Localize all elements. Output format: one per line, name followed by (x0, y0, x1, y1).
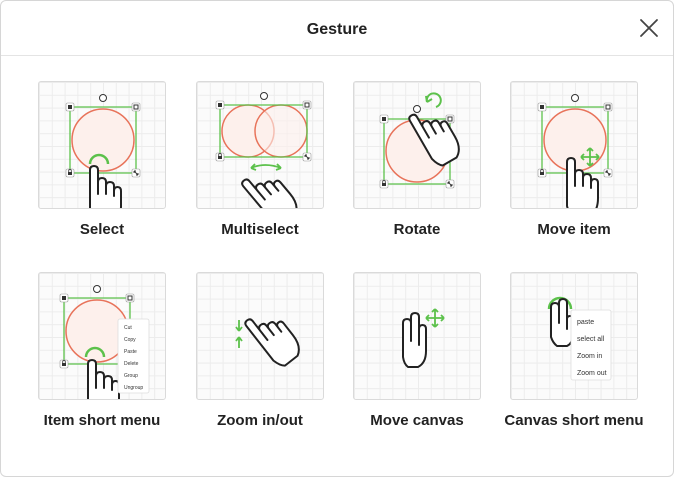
gesture-tile-zoom[interactable] (196, 272, 324, 400)
menu-item-copy: Copy (124, 337, 136, 343)
dialog-header: Gesture (1, 1, 673, 56)
hand-icon (87, 359, 120, 399)
hand-icon (402, 312, 427, 368)
gesture-tile-canvas-short-menu[interactable]: paste select all Zoom in Zoom out (510, 272, 638, 400)
gesture-tile-select[interactable] (38, 81, 166, 209)
close-icon[interactable] (639, 18, 659, 38)
hand-icon (550, 298, 574, 347)
dialog-title: Gesture (306, 21, 368, 38)
gesture-label-zoom: Zoom in/out (217, 412, 303, 429)
gesture-label-multiselect: Multiselect (221, 221, 299, 238)
menu-item-paste: Paste (124, 349, 137, 355)
menu-item-paste: paste (577, 319, 594, 326)
menu-item-select-all: select all (577, 336, 605, 343)
menu-item-group: Group (124, 373, 138, 379)
menu-item-zoom-in: Zoom in (577, 353, 602, 360)
menu-item-delete: Delete (124, 361, 139, 367)
gesture-label-move-canvas: Move canvas (370, 412, 464, 429)
gesture-label-rotate: Rotate (393, 221, 441, 238)
item-short-menu-illustration: Cut Copy Paste Delete Group Ungroup (59, 285, 150, 399)
gesture-tile-move-item[interactable] (510, 81, 638, 209)
rotate-illustration (379, 92, 466, 189)
item-context-menu (117, 318, 150, 394)
gesture-tile-item-short-menu[interactable]: Cut Copy Paste Delete Group Ungroup (38, 272, 166, 400)
gesture-label-canvas-short-menu: Canvas short menu (504, 412, 644, 429)
move-arrows-icon (425, 308, 445, 328)
gesture-tile-multiselect[interactable] (196, 81, 324, 209)
hand-icon (239, 162, 304, 208)
move-canvas-illustration (402, 308, 445, 368)
move-arrows-icon (580, 147, 600, 167)
menu-item-zoom-out: Zoom out (577, 370, 607, 377)
canvas-short-menu-illustration: paste select all Zoom in Zoom out (547, 296, 612, 381)
gesture-tile-rotate[interactable] (353, 81, 481, 209)
gesture-tile-move-canvas[interactable] (353, 272, 481, 400)
pinch-arrows-icon (235, 320, 243, 348)
multiselect-illustration (215, 92, 312, 208)
gesture-label-select: Select (79, 221, 125, 238)
menu-item-cut: Cut (124, 325, 132, 331)
zoom-illustration (235, 302, 306, 371)
hand-icon (242, 302, 306, 371)
gesture-label-item-short-menu: Item short menu (43, 412, 161, 429)
move-item-illustration (537, 94, 613, 208)
select-illustration (65, 94, 141, 208)
gesture-label-move-item: Move item (537, 221, 611, 238)
menu-item-ungroup: Ungroup (124, 385, 143, 391)
canvas-context-menu (570, 309, 612, 381)
